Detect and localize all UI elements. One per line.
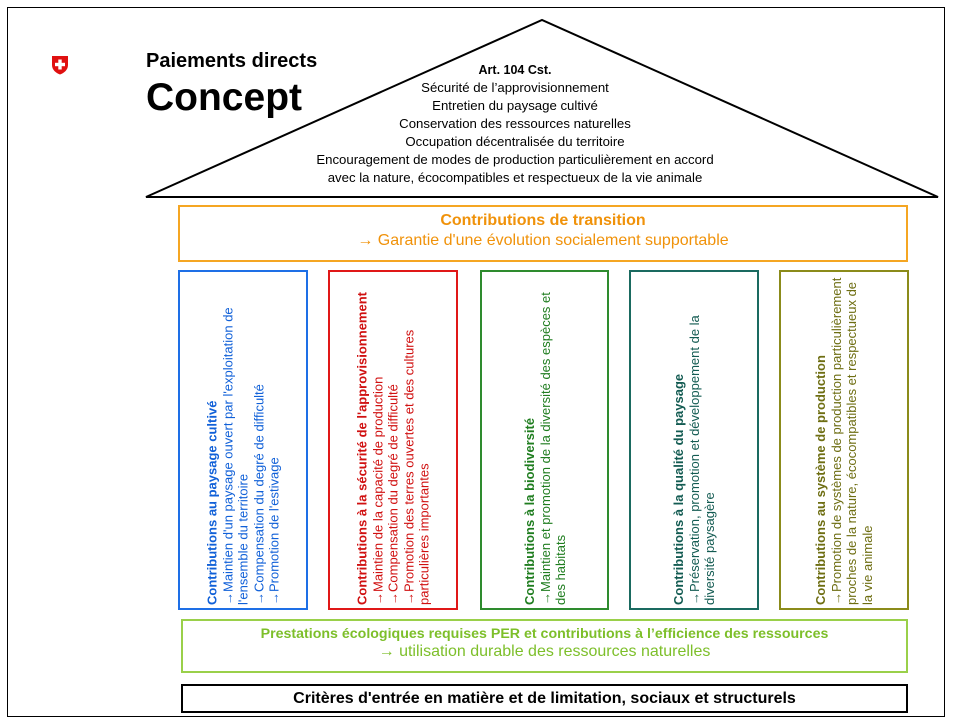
roof-line: Occupation décentralisée du territoire [405,134,625,149]
transition-heading: Contributions de transition [440,212,646,229]
pillar-text: Contributions à la biodiversité →Maintie… [521,275,568,605]
pillar-paysage-cultive: Contributions au paysage cultivé →Mainti… [178,270,308,610]
pillar-item: →Compensation du degré de difficulté [385,384,401,605]
pillar-item: →Promotion de systèmes de production par… [828,277,875,605]
roof-text: Art. 104 Cst. Sécurité de l’approvisionn… [290,61,740,187]
pillar-heading: Contributions au paysage cultivé [204,400,220,605]
roof-line: Entretien du paysage cultivé [432,98,598,113]
pillar-securite-approvisionnement: Contributions à la sécurité de l'approvi… [328,270,458,610]
per-heading: Prestations écologiques requises PER et … [260,626,829,642]
pillar-text: Contributions à la sécurité de l'approvi… [354,275,432,605]
pillar-item: →Promotion de l'estivage [266,457,282,605]
title-small: Paiements directs [146,50,318,72]
pillar-heading: Contributions à la qualité du paysage [670,373,686,605]
per-box: Prestations écologiques requises PER et … [181,619,908,673]
pillar-item: →Promotion des terres ouvertes et des cu… [400,329,432,605]
pillar-text: Contributions au paysage cultivé →Mainti… [204,275,282,605]
title-large: Concept [146,76,302,119]
transition-box: Contributions de transition → Garantie d… [178,205,908,262]
pillar-item: →Compensation du degré de difficulté [250,384,266,605]
pillar-item: →Maintien et promotion de la diversité d… [536,292,568,605]
slide-frame [7,7,945,717]
pillar-text: Contributions au système de production →… [813,275,875,605]
pillar-heading: Contributions à la biodiversité [521,417,537,605]
roof-line: avec la nature, écocompatibles et respec… [327,170,703,185]
criteria-box: Critères d'entrée en matière et de limit… [181,684,908,713]
roof-line: Sécurité de l’approvisionnement [421,80,609,95]
pillar-item: →Maintien d'un paysage ouvert par l'expl… [219,307,251,605]
pillar-systeme-production: Contributions au système de production →… [779,270,909,610]
pillar-heading: Contributions à la sécurité de l'approvi… [354,292,370,605]
per-subtitle: → utilisation durable des ressources nat… [378,643,711,660]
swiss-cross-logo [52,56,68,75]
pillar-item: →Maintien de la capacité de production [369,376,385,605]
pillar-qualite-paysage: Contributions à la qualité du paysage →P… [629,270,759,610]
transition-subtitle: → Garantie d'une évolution socialement s… [357,232,729,249]
article-reference: Art. 104 Cst. [478,63,552,77]
criteria-heading: Critères d'entrée en matière et de limit… [293,690,796,707]
pillar-text: Contributions à la qualité du paysage →P… [671,275,718,605]
roof-line: Encouragement de modes de production par… [316,152,714,167]
pillar-item: →Préservation, promotion et développemen… [686,315,717,605]
roof-line: Conservation des ressources naturelles [399,116,631,131]
pillar-biodiversite: Contributions à la biodiversité →Maintie… [480,270,609,610]
pillar-heading: Contributions au système de production [813,355,828,605]
